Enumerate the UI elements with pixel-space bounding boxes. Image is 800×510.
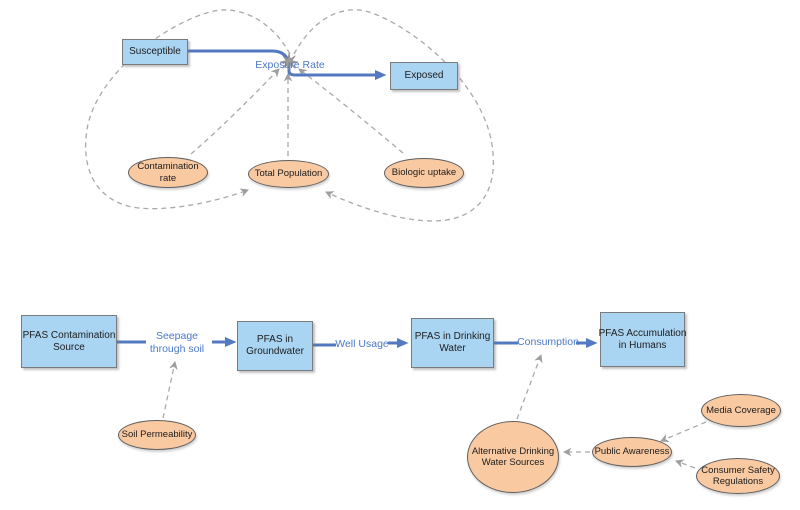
stock-pfas-contamination-source[interactable]: PFAS Contamination Source	[21, 315, 117, 368]
flow-label-seepage-through-soil[interactable]: Seepage through soil	[149, 330, 205, 355]
flow-label-well-usage[interactable]: Well Usage	[335, 338, 389, 350]
link-loop-right-to-total-population	[293, 9, 495, 222]
variable-contamination-rate[interactable]: Contamination rate	[128, 157, 208, 188]
stock-pfas-in-drinking-water[interactable]: PFAS in Drinking Water	[411, 318, 494, 368]
link-soil-permeability-to-seepage	[162, 361, 178, 419]
stock-susceptible[interactable]: Susceptible	[122, 39, 188, 65]
link-alternative-sources-to-consumption	[516, 354, 543, 420]
variable-total-population[interactable]: Total Population	[248, 160, 329, 188]
variable-consumer-safety-regulations[interactable]: Consumer Safety Regulations	[696, 458, 780, 494]
flow-label-consumption[interactable]: Consumption	[517, 336, 579, 348]
variable-media-coverage[interactable]: Media Coverage	[701, 394, 781, 427]
variable-public-awareness[interactable]: Public Awareness	[592, 437, 672, 467]
stock-exposed[interactable]: Exposed	[390, 62, 458, 90]
variable-soil-permeability[interactable]: Soil Permeability	[118, 420, 196, 450]
link-media-coverage-to-public-awareness	[660, 421, 707, 443]
flow-valve-icon	[279, 52, 299, 72]
stock-pfas-in-groundwater[interactable]: PFAS in Groundwater	[237, 321, 313, 371]
link-biologic-uptake-to-exposure-rate	[298, 68, 404, 154]
link-consumer-safety-to-public-awareness	[675, 459, 696, 469]
variable-biologic-uptake[interactable]: Biologic uptake	[384, 158, 464, 188]
link-contamination-rate-to-exposure-rate	[190, 68, 280, 155]
flow-label-exposure-rate[interactable]: Exposure Rate	[255, 59, 325, 71]
stock-pfas-accumulation-in-humans[interactable]: PFAS Accumulation in Humans	[599, 312, 686, 367]
variable-alternative-drinking-water-sources[interactable]: Alternative Drinking Water Sources	[467, 421, 559, 493]
